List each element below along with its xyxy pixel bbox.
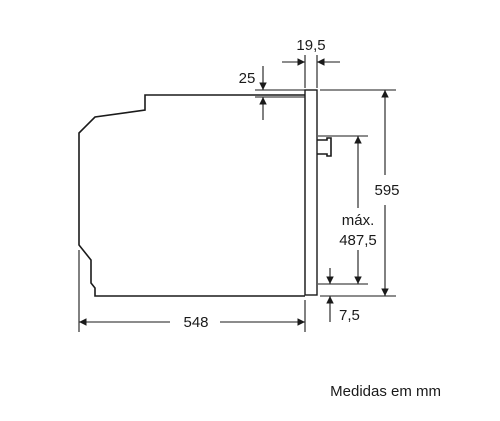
dim-label-max-value: 487,5	[339, 232, 377, 249]
door-handle	[317, 137, 332, 157]
oven-body-outline	[78, 94, 305, 297]
dim-label-top-offset: 25	[239, 70, 256, 87]
units-caption: Medidas em mm	[330, 383, 441, 400]
dim-label-bottom-offset: 7,5	[339, 307, 360, 324]
oven-front-panel	[304, 89, 318, 296]
dim-label-max: máx.	[342, 212, 375, 229]
dim-label-total-height: 595	[374, 182, 399, 199]
dim-label-depth: 548	[183, 314, 208, 331]
dim-label-front-thickness: 19,5	[296, 37, 325, 54]
